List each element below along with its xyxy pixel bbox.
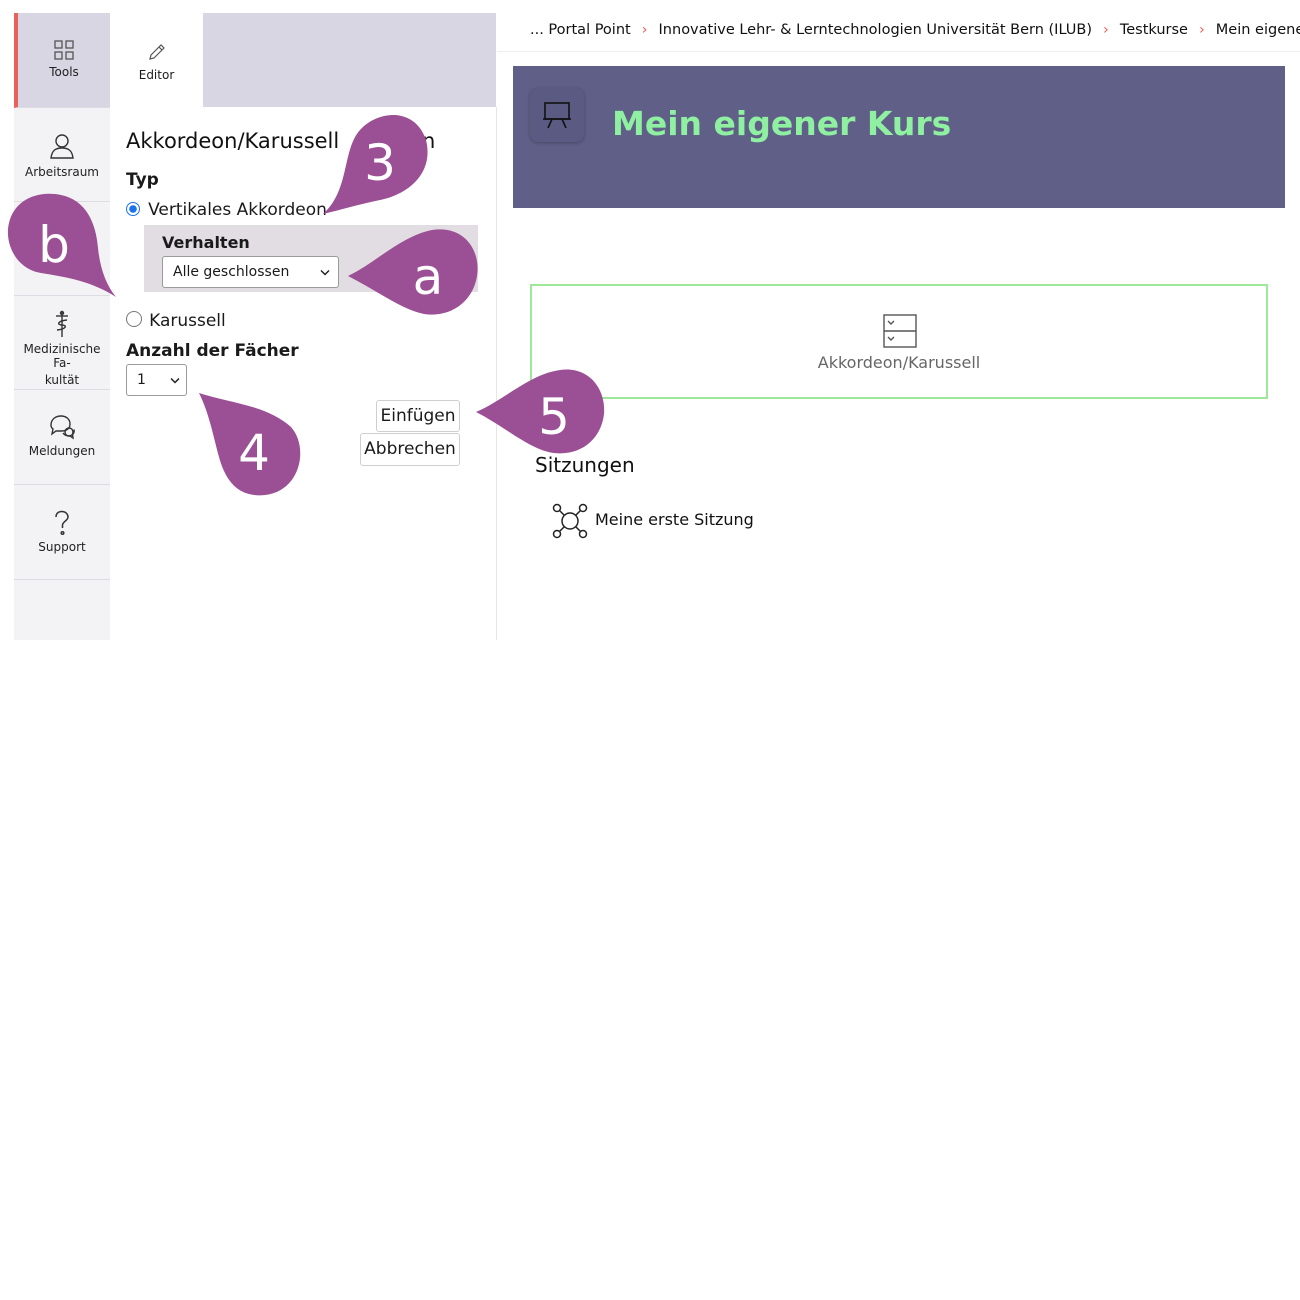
behavior-select[interactable]: Alle geschlossen: [162, 256, 339, 288]
breadcrumb-item-current: Mein eigener Kurs: [1215, 22, 1300, 38]
session-item[interactable]: Meine erste Sitzung: [595, 510, 754, 529]
behavior-label: Verhalten: [162, 233, 250, 252]
callout-5-label: 5: [538, 388, 570, 446]
cancel-button[interactable]: Abbrechen: [360, 433, 460, 466]
pencil-icon: [148, 44, 165, 60]
type-label: Typ: [126, 170, 159, 190]
breadcrumb-item[interactable]: Innovative Lehr- & Lerntechnologien Univ…: [658, 22, 1093, 38]
radio-button-selected[interactable]: [126, 202, 140, 216]
rail-item-label: Medizinische Fa-: [23, 342, 101, 370]
callout-4-label: 4: [238, 424, 270, 482]
rail-item-label: Support: [38, 540, 86, 554]
tab-editor-label: Editor: [138, 68, 175, 82]
behavior-select-value: Alle geschlossen: [173, 264, 290, 280]
rail-item-label-line2: kultät: [44, 373, 80, 387]
breadcrumb-item[interactable]: Testkurse: [1119, 22, 1188, 38]
presentation-board-icon: [543, 102, 571, 129]
course-banner: [513, 66, 1285, 208]
chevron-right-icon: ›: [1103, 22, 1109, 38]
radio-vertical-accordion[interactable]: Vertikales Akkordeon: [126, 200, 327, 220]
accordion-placeholder[interactable]: [530, 284, 1268, 399]
chat-icon: [50, 415, 75, 440]
rail-item-label: Meldungen: [28, 444, 96, 458]
count-select-value: 1: [137, 372, 146, 388]
callout-5: [476, 369, 605, 454]
radio-carousel-label: Karussell: [149, 311, 226, 331]
rail-item-arbeitsraum[interactable]: Arbeitsraum: [14, 107, 110, 202]
radio-carousel[interactable]: Karussell: [126, 311, 226, 331]
chevron-right-icon: ›: [641, 22, 648, 38]
rail-item-tools[interactable]: Tools: [14, 13, 110, 108]
callout-b-label: b: [38, 216, 70, 274]
panel-title: Akkordeon/Karussell: [126, 129, 340, 153]
breadcrumb-item[interactable]: ... Portal Point: [530, 22, 631, 38]
callout-4: [199, 393, 301, 496]
sessions-heading: Sitzungen: [535, 453, 635, 477]
count-select[interactable]: 1: [126, 364, 187, 396]
callout-a: [348, 229, 478, 315]
insert-button[interactable]: Einfügen: [376, 400, 460, 432]
rail-item-support[interactable]: Support: [14, 484, 110, 580]
session-network-icon: [552, 503, 588, 539]
course-icon-tile: [530, 88, 584, 142]
person-icon: [50, 134, 74, 159]
accordion-placeholder-label: Akkordeon/Karussell: [817, 353, 981, 372]
breadcrumb-divider: [497, 51, 1300, 52]
chevron-down-icon: [320, 269, 330, 276]
rail-item-label: Arbeitsraum: [24, 165, 99, 179]
accordion-icon: [883, 314, 917, 348]
grid-icon: [54, 40, 74, 60]
breadcrumb: ... Portal Point › Innovative Lehr- & Lern…: [530, 22, 1300, 44]
radio-button[interactable]: [126, 311, 142, 327]
callout-b: [7, 193, 116, 297]
radio-vertical-label: Vertikales Akkordeon: [148, 200, 327, 220]
question-icon: [55, 510, 69, 536]
rail-item-label: Tools: [49, 65, 79, 79]
callout-a-label: a: [412, 248, 444, 306]
chevron-down-icon: [170, 377, 180, 384]
callout-3: [323, 115, 428, 214]
course-title: Mein eigener Kurs: [612, 104, 952, 143]
rail-item-empty[interactable]: [14, 201, 110, 296]
tab-editor[interactable]: Editor: [110, 13, 203, 107]
callout-3-label: 3: [364, 134, 396, 192]
rail-item-meldungen[interactable]: Meldungen: [14, 389, 110, 485]
chevron-right-icon: ›: [1198, 22, 1205, 38]
left-rail: Tools Arbeitsraum Me: [14, 13, 111, 640]
caduceus-icon: [56, 310, 68, 337]
count-label: Anzahl der Fächer: [126, 341, 299, 361]
rail-item-medizin[interactable]: Medizinische Fa- kultät: [14, 295, 110, 390]
